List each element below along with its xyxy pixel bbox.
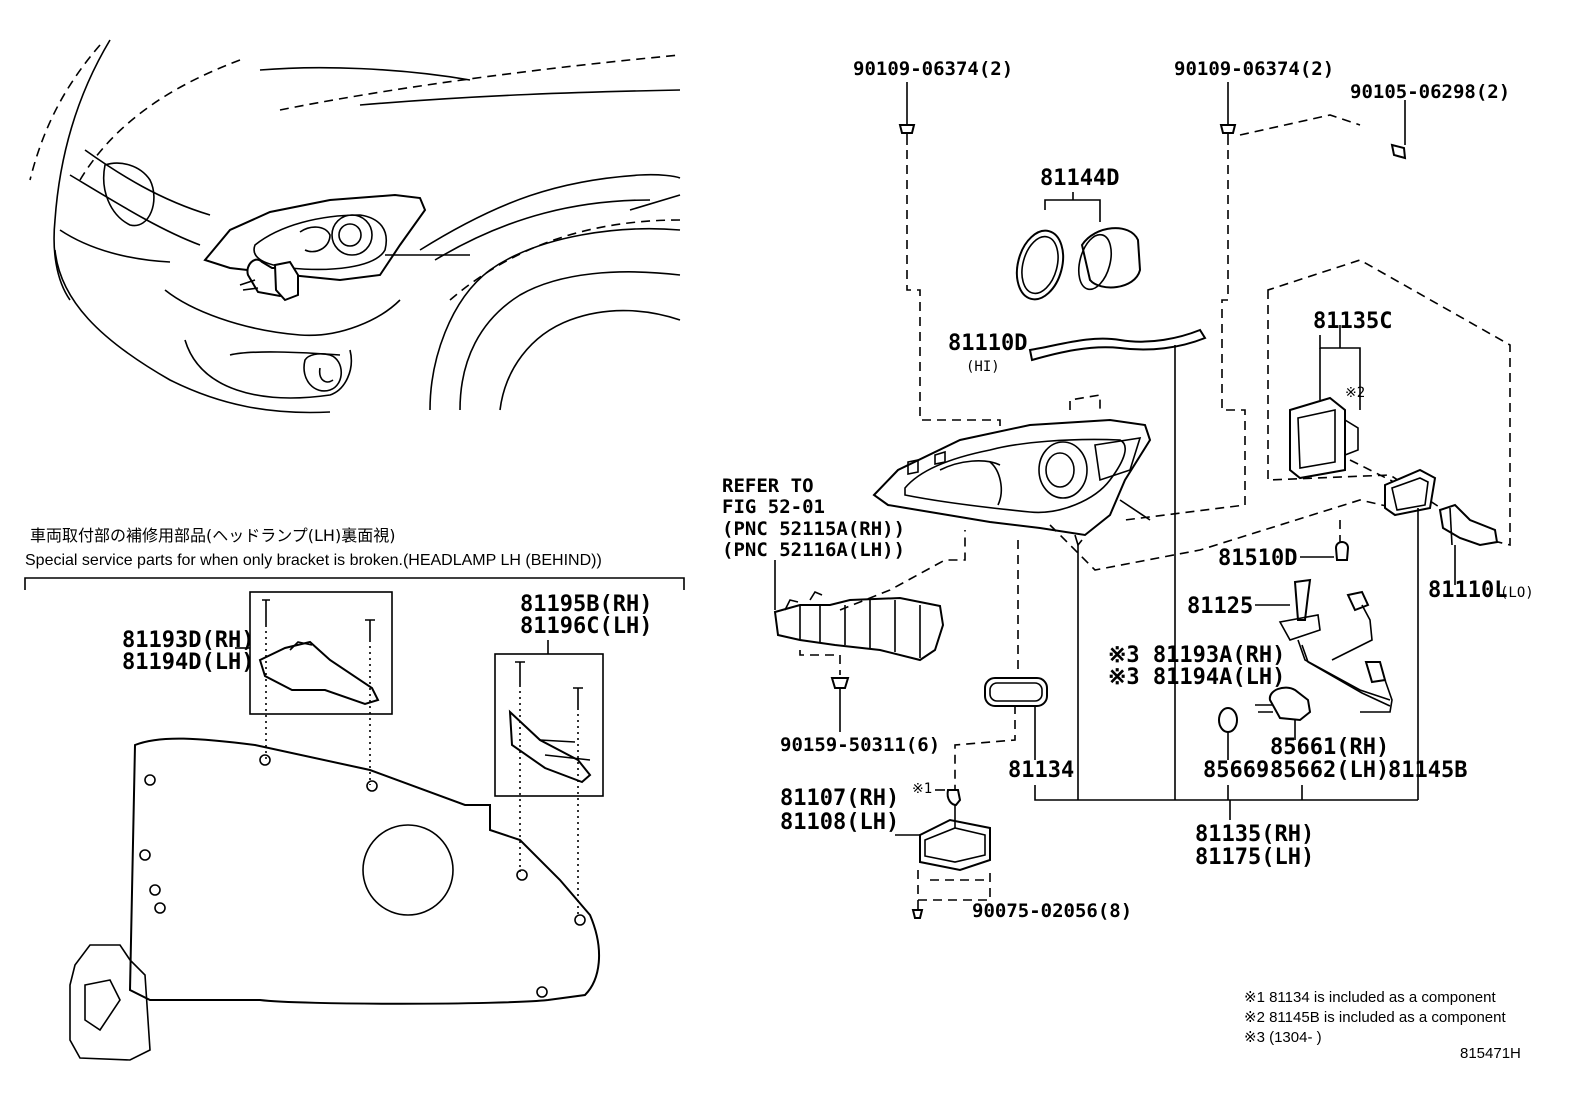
- gasket-81134: [954, 540, 1048, 790]
- label-81107: 81107(RH): [780, 786, 899, 811]
- label-85669: 85669: [1203, 758, 1269, 783]
- label-81135C: 81135C: [1313, 309, 1392, 334]
- label-81110L-lo: (LO): [1500, 585, 1534, 601]
- bulb-81110L: [1384, 468, 1499, 800]
- label-refer-fig: FIG 52-01: [722, 496, 825, 518]
- footnote-2: ※2 81145B is included as a component: [1244, 1009, 1506, 1026]
- label-85661: 85661(RH): [1270, 735, 1389, 760]
- label-81194D: 81194D(LH): [122, 650, 254, 675]
- cover-81135C: [1267, 259, 1511, 547]
- assembly-bracket-81135: [1034, 545, 1418, 820]
- label-81510D: 81510D: [1218, 546, 1297, 571]
- bulb-85661: [1218, 686, 1312, 760]
- label-refer-to: REFER TO: [722, 475, 814, 497]
- ballast-81107: [895, 789, 991, 919]
- label-refer-lh: (PNC 52116A(LH)): [722, 539, 905, 561]
- bulb-81510D: [1300, 520, 1350, 561]
- bracket-52115A: [773, 530, 966, 675]
- label-85662: 85662(LH): [1270, 758, 1389, 783]
- label-81110D: 81110D: [948, 331, 1027, 356]
- screw-90109-left: [898, 82, 1001, 440]
- label-81145B: 81145B: [1388, 758, 1467, 783]
- label-81110L: 81110L: [1428, 578, 1507, 603]
- label-81193D: 81193D(RH): [122, 628, 254, 653]
- figure-code: 815471H: [1460, 1045, 1521, 1062]
- label-81134: 81134: [1008, 758, 1074, 783]
- screw-90109-right: [1124, 82, 1361, 521]
- label-81135C-note: ※2: [1345, 385, 1365, 401]
- label-81194A: ※3 81194A(LH): [1108, 665, 1285, 690]
- car-front-illustration: [29, 39, 681, 414]
- bulb-81110D: [239, 258, 299, 302]
- footnote-1: ※1 81134 is included as a component: [1244, 989, 1496, 1006]
- service-note-bracket-line: [24, 577, 685, 590]
- headlamp-assembly: [872, 394, 1152, 547]
- service-note-japanese: 車両取付部の補修用部品(ヘッドランプ(LH)裏面視): [30, 526, 395, 545]
- label-81175: 81175(LH): [1195, 845, 1314, 870]
- headlamp-lh-back-view: [69, 737, 601, 1061]
- footnote-3: ※3 (1304- ): [1244, 1029, 1322, 1046]
- screw-90105: [1390, 100, 1407, 160]
- label-90105: 90105-06298(2): [1350, 81, 1510, 103]
- screw-90159: [830, 677, 850, 732]
- socket-81125: [1255, 578, 1393, 713]
- label-81144D: 81144D: [1040, 166, 1119, 191]
- label-90109-right: 90109-06374(2): [1174, 58, 1334, 80]
- label-81196C: 81196C(LH): [520, 614, 652, 639]
- bracket-box-81195B: [494, 640, 604, 918]
- service-note-english: Special service parts for when only brac…: [25, 552, 602, 569]
- label-81193A: ※3 81193A(RH): [1108, 643, 1285, 668]
- label-81108: 81108(LH): [780, 810, 899, 835]
- label-90109-left: 90109-06374(2): [853, 58, 1013, 80]
- label-81125: 81125: [1187, 594, 1253, 619]
- leader-dash-right: [1049, 499, 1396, 571]
- label-90075: 90075-02056(8): [972, 900, 1132, 922]
- label-81135: 81135(RH): [1195, 822, 1314, 847]
- seal-strip: [1028, 328, 1207, 800]
- bracket-box-81193D: [235, 591, 393, 785]
- label-81110D-hi: (HI): [966, 359, 1000, 375]
- cap-81144D: [1015, 192, 1142, 301]
- label-90159: 90159-50311(6): [780, 734, 940, 756]
- label-refer-rh: (PNC 52115A(RH)): [722, 518, 905, 540]
- label-81107-note: ※1: [912, 781, 932, 797]
- label-81195B: 81195B(RH): [520, 592, 652, 617]
